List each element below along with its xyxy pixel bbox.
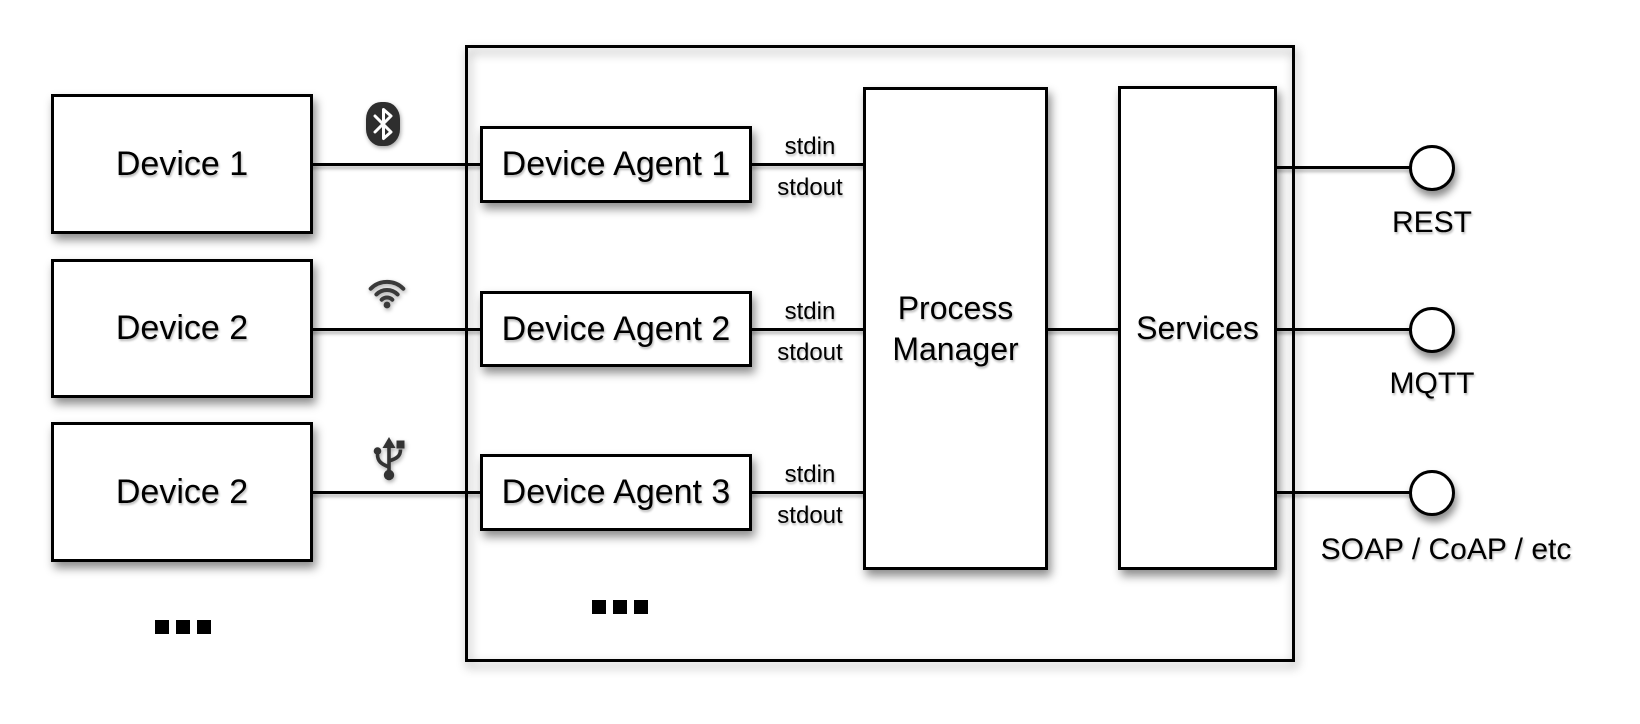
gateway-container-box (465, 45, 1295, 662)
device-agent-3-label: Device Agent 3 (501, 473, 731, 511)
device-3-box: Device 2 (51, 422, 313, 562)
agent2-pm-link (750, 328, 865, 331)
devices-ellipsis (155, 620, 211, 634)
agent1-stdin-label: stdin (784, 133, 836, 160)
agent2-stdin-label: stdin (784, 298, 836, 325)
pm-services-link (1045, 328, 1120, 331)
device-2-label: Device 2 (115, 309, 249, 347)
device-agent-3-box: Device Agent 3 (480, 454, 752, 531)
agent3-pm-link (750, 491, 865, 494)
device2-agent2-link (310, 328, 482, 331)
agents-ellipsis (592, 600, 648, 614)
agent2-stdout-label: stdout (777, 339, 843, 366)
endpoint-circle-rest (1409, 145, 1455, 191)
agent1-pm-link (750, 163, 865, 166)
services-soap-link (1275, 491, 1411, 494)
process-manager-box: Process Manager (863, 87, 1048, 570)
device-agent-2-box: Device Agent 2 (480, 291, 752, 367)
process-manager-label: Process Manager (892, 289, 1019, 367)
services-box: Services (1118, 86, 1277, 570)
agent3-stdin-label: stdin (784, 461, 836, 488)
endpoint-label-rest: REST (1391, 206, 1472, 239)
usb-icon (367, 436, 411, 487)
device-agent-2-label: Device Agent 2 (501, 309, 731, 348)
device3-agent3-link (310, 491, 482, 494)
endpoint-circle-mqtt (1409, 307, 1455, 353)
device-1-label: Device 1 (115, 144, 249, 183)
device-2-box: Device 2 (51, 259, 313, 398)
services-mqtt-link (1275, 328, 1411, 331)
device-agent-1-label: Device Agent 1 (501, 145, 731, 183)
wifi-icon (366, 277, 408, 314)
device-agent-1-box: Device Agent 1 (480, 126, 752, 203)
bluetooth-icon (365, 100, 401, 153)
device1-agent1-link (310, 163, 482, 166)
device-1-box: Device 1 (51, 94, 313, 234)
services-rest-link (1275, 166, 1411, 169)
device-3-label: Device 2 (115, 472, 249, 511)
agent1-stdout-label: stdout (777, 174, 843, 201)
endpoint-label-mqtt: MQTT (1389, 367, 1475, 400)
services-label: Services (1136, 309, 1259, 346)
endpoint-circle-soap (1409, 470, 1455, 516)
endpoint-label-soap: SOAP / CoAP / etc (1320, 533, 1572, 566)
agent3-stdout-label: stdout (777, 502, 843, 529)
